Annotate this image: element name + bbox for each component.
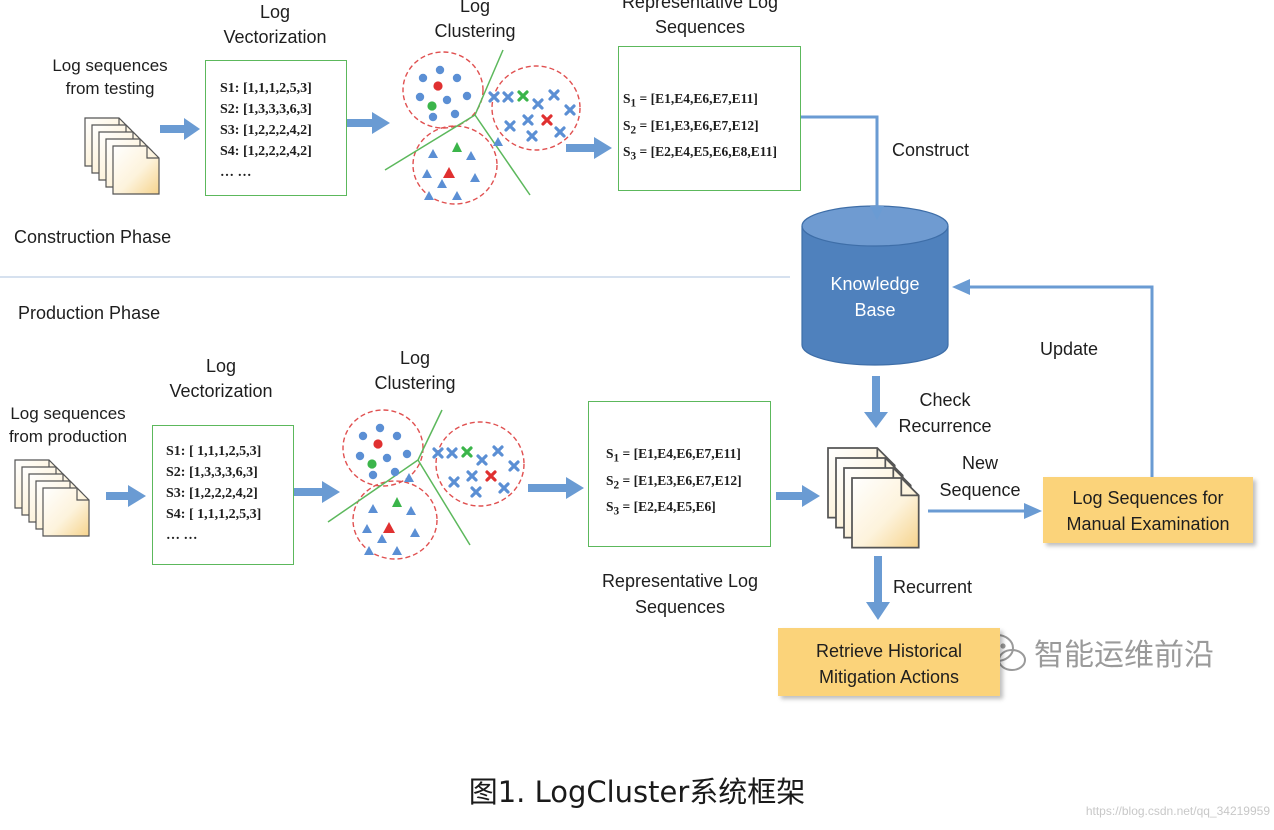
production-clustering-title: Log Clustering — [374, 348, 456, 393]
sequence-row: S1 = [E1,E4,E6,E7,E11] — [606, 446, 741, 465]
arrow-prod-input-to-vectorization — [106, 485, 146, 507]
construction-clustering-title: Log Clustering — [434, 0, 516, 41]
arrow-update — [966, 285, 1154, 478]
knowledge-base-cylinder — [801, 205, 949, 366]
doc-stack-production — [14, 459, 90, 537]
arrow-prod-clustering-to-representative — [528, 477, 584, 499]
doc-stack-testing — [84, 117, 160, 195]
line-arrows — [800, 115, 1154, 519]
production-sequence-list: S1 = [E1,E4,E6,E7,E11] S2 = [E1,E3,E6,E7… — [606, 443, 742, 523]
edge-label-new-sequence: New Sequence — [939, 453, 1021, 500]
construction-phase-label: Construction Phase — [14, 227, 172, 247]
vector-row: … … — [166, 528, 198, 543]
production-representative-title: Representative Log Sequences — [601, 571, 759, 617]
construction-vector-list: S1: [1,1,1,2,5,3] S2: [1,3,3,3,6,3] S3: … — [220, 78, 312, 183]
production-vector-list: S1: [ 1,1,1,2,5,3] S2: [1,3,3,3,6,3] S3:… — [166, 441, 261, 546]
vector-row: S4: [1,2,2,2,4,2] — [220, 144, 312, 159]
arrow-construct — [800, 115, 879, 210]
sequence-row: S3 = [E2,E4,E5,E6] — [606, 499, 716, 519]
construction-sequence-list: S1 = [E1,E4,E6,E7,E11] S2 = [E1,E3,E6,E7… — [623, 88, 777, 168]
arrow-vectorization-to-clustering — [346, 112, 390, 134]
mitigation-actions-note: Retrieve Historical Mitigation Actions — [778, 628, 1000, 696]
vector-row: S1: [ 1,1,1,2,5,3] — [166, 444, 262, 459]
production-sequence-box — [588, 401, 771, 547]
doc-stack-incoming — [827, 447, 920, 549]
production-phase-label: Production Phase — [18, 303, 161, 323]
production-vectorization-title: Log Vectorization — [169, 356, 273, 401]
cluster-graphic-production — [327, 409, 525, 560]
vector-row: S3: [1,2,2,2,4,2] — [220, 123, 312, 138]
vector-row: … … — [220, 165, 252, 180]
edge-label-check-recurrence: Check Recurrence — [898, 390, 992, 436]
figure-caption: 图1. LogCluster系统框架 — [468, 775, 806, 809]
cluster-circles — [402, 51, 484, 129]
vector-row: S2: [1,3,3,3,6,3] — [166, 465, 258, 480]
watermark-text: 智能运维前沿 — [1034, 638, 1214, 673]
production-input-label: Log sequences from production — [8, 404, 128, 446]
arrow-prod-vectorization-to-clustering — [294, 481, 340, 503]
edge-label-update: Update — [1040, 339, 1099, 359]
construction-sequence-box — [618, 46, 801, 191]
arrow-clustering-to-representative — [566, 137, 612, 159]
arrow-representative-to-check — [776, 485, 820, 507]
vector-row: S2: [1,3,3,3,6,3] — [220, 102, 312, 117]
construction-vector-box — [205, 60, 347, 196]
sequence-row: S2 = [E1,E3,E6,E7,E12] — [606, 472, 742, 492]
arrow-kb-to-check — [864, 376, 888, 428]
edge-label-construct: Construct — [892, 140, 970, 160]
construction-representative-title: Representative Log Sequences — [621, 0, 779, 37]
sequence-row: S3 = [E2,E4,E5,E6,E8,E11] — [623, 144, 777, 164]
arrow-check-to-recurrent — [866, 556, 890, 620]
flow-arrows — [106, 112, 890, 620]
edge-label-recurrent: Recurrent — [893, 577, 973, 597]
vector-row: S4: [ 1,1,1,2,5,3] — [166, 507, 262, 522]
construction-input-label: Log sequences from testing — [52, 56, 168, 98]
footer-url: https://blog.csdn.net/qq_34219959 — [1085, 804, 1270, 818]
knowledge-base-label: Knowledge Base — [830, 274, 920, 320]
construction-vectorization-title: Log Vectorization — [223, 2, 327, 47]
manual-examination-note: Log Sequences for Manual Examination — [1043, 477, 1253, 543]
cluster-graphic-construction — [384, 49, 581, 205]
production-vector-box — [152, 425, 294, 565]
sequence-row: S2 = [E1,E3,E6,E7,E12] — [623, 117, 759, 137]
arrow-input-to-vectorization — [160, 118, 200, 140]
vector-row: S1: [1,1,1,2,5,3] — [220, 81, 312, 96]
sequence-row: S1 = [E1,E4,E6,E7,E11] — [623, 91, 758, 110]
vector-row: S3: [1,2,2,2,4,2] — [166, 486, 258, 501]
